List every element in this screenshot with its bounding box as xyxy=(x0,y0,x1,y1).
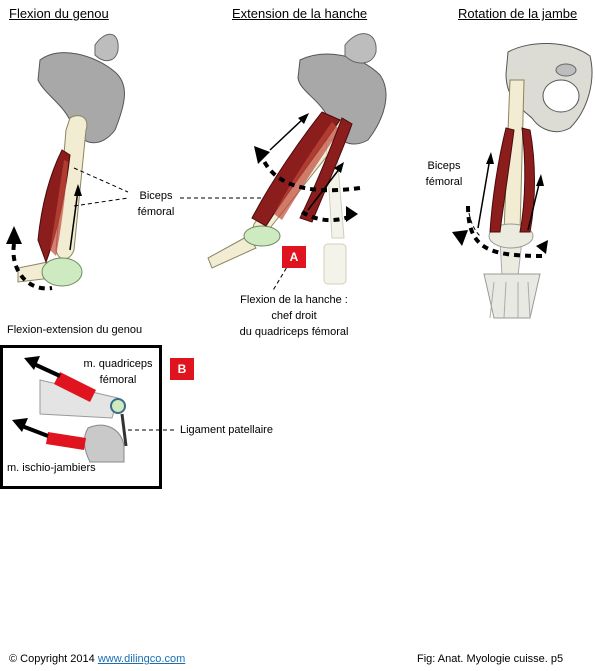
ligament-patellaire-label: Ligament patellaire xyxy=(180,424,273,436)
copyright-symbol: © xyxy=(9,653,18,665)
hip-flexion-line1: Flexion de la hanche : xyxy=(240,294,348,306)
rotation-biceps-line1: Biceps xyxy=(427,160,461,172)
biceps-label-line2: fémoral xyxy=(137,206,175,218)
quadriceps-label: m. quadriceps fémoral xyxy=(76,356,160,388)
website-link[interactable]: www.dilingco.com xyxy=(97,653,186,665)
ischio-label: m. ischio-jambiers xyxy=(7,462,96,474)
copyright-text: Copyright 2014 xyxy=(17,653,98,665)
section-b-title: Flexion-extension du genou xyxy=(7,324,143,336)
section-b-frame xyxy=(0,345,162,489)
hip-flexion-line2: chef droit xyxy=(271,310,317,322)
hip-flexion-label: Flexion de la hanche : chef droit du qua… xyxy=(224,292,364,340)
title-rotation-jambe: Rotation de la jambe xyxy=(458,6,578,21)
title-flexion-genou: Flexion du genou xyxy=(9,6,109,21)
copyright-line: © Copyright 2014 www.dilingco.com xyxy=(9,653,185,665)
biceps-label-line1: Biceps xyxy=(139,190,173,202)
badge-a: A xyxy=(282,246,306,268)
quadriceps-line2: fémoral xyxy=(99,374,137,386)
rotation-biceps-label: Biceps fémoral xyxy=(418,158,470,190)
hip-flexion-line3: du quadriceps fémoral xyxy=(239,326,349,338)
figure-caption: Fig: Anat. Myologie cuisse. p5 xyxy=(417,653,564,665)
title-extension-hanche: Extension de la hanche xyxy=(232,6,368,21)
quadriceps-line1: m. quadriceps xyxy=(83,358,153,370)
biceps-femoral-label: Biceps fémoral xyxy=(130,188,182,220)
badge-b: B xyxy=(170,358,194,380)
rotation-biceps-line2: fémoral xyxy=(425,176,463,188)
